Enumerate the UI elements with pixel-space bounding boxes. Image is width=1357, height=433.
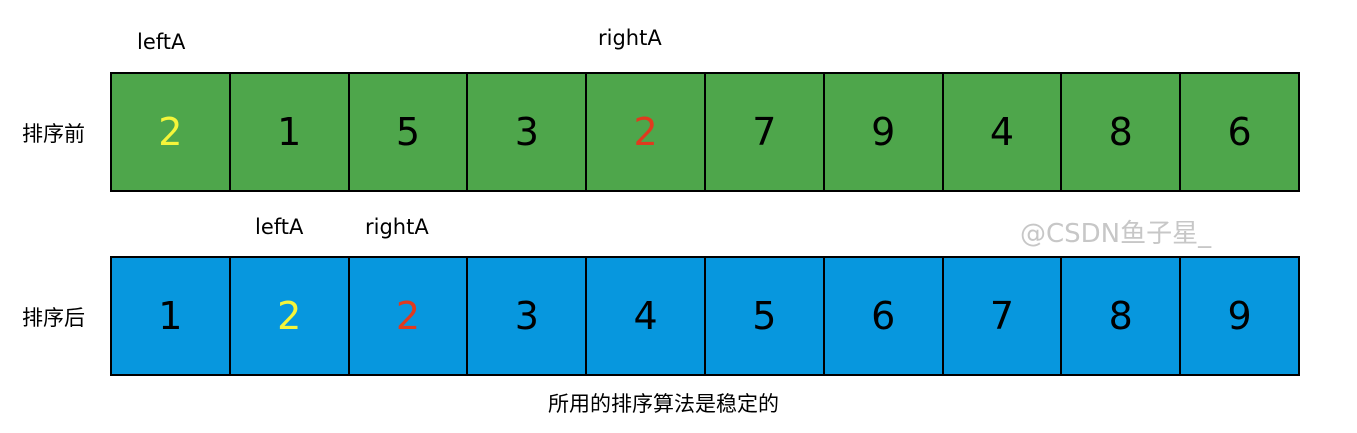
after-cell-7: 7 [944,258,1063,374]
before-cell-1: 1 [231,74,350,190]
after-cell-0: 1 [112,258,231,374]
rightA-marker-before: rightA [598,26,662,50]
before-cell-8: 8 [1062,74,1182,190]
before-cell-2: 5 [350,74,469,190]
after-cell-6: 6 [825,258,944,374]
before-cell-4: 2 [587,74,706,190]
after-cell-1: 2 [231,258,350,374]
before-cell-6: 9 [825,74,944,190]
array-after: 1 2 2 3 4 5 6 7 8 9 [110,256,1300,376]
after-cell-3: 3 [468,258,588,374]
after-cell-8: 8 [1062,258,1182,374]
after-cell-4: 4 [587,258,706,374]
array-before: 2 1 5 3 2 7 9 4 8 6 [110,72,1300,192]
before-cell-7: 4 [944,74,1063,190]
watermark: @CSDN鱼子星_ [1020,219,1212,249]
leftA-marker-after: leftA [255,215,304,239]
before-cell-9: 6 [1227,110,1252,154]
before-cell-0: 2 [112,74,231,190]
after-cell-5: 5 [706,258,825,374]
after-cell-9: 9 [1227,294,1252,338]
rightA-marker-after: rightA [365,215,429,239]
after-cell-2: 2 [350,258,469,374]
before-cell-5: 7 [706,74,825,190]
after-label: 排序后 [22,306,85,330]
leftA-marker-before: leftA [137,30,186,54]
caption: 所用的排序算法是稳定的 [548,392,779,416]
before-cell-3: 3 [468,74,588,190]
before-label: 排序前 [22,122,85,146]
